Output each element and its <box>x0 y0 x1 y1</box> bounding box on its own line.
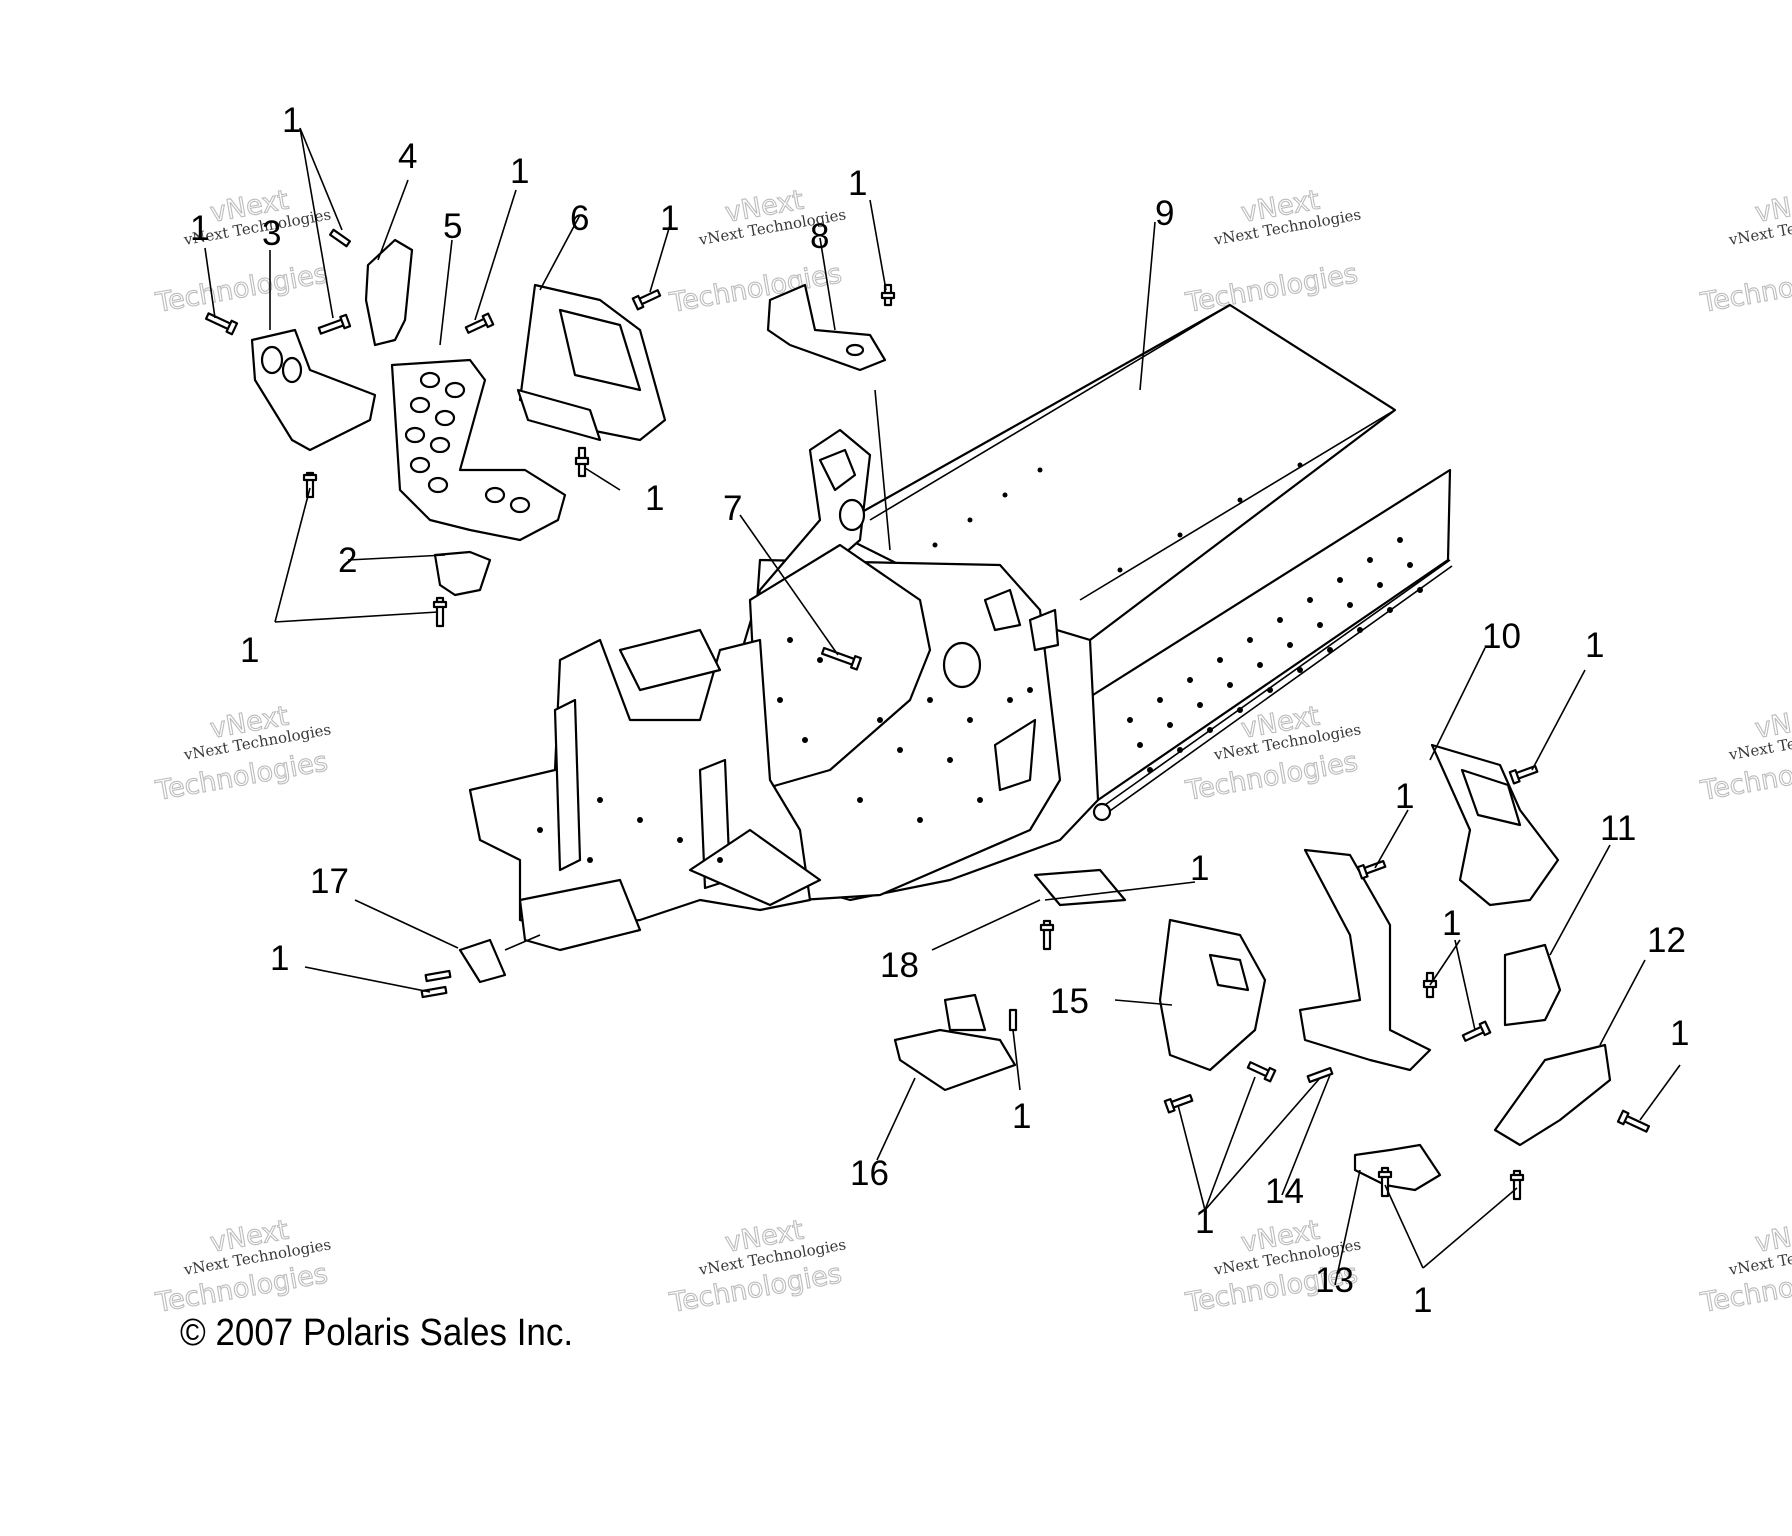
callout-1: 1 <box>270 939 289 978</box>
bulkhead-hole <box>983 588 1022 632</box>
part-14-cradle-bracket <box>1298 848 1432 1072</box>
leader-lines <box>204 127 1681 1286</box>
callout-11: 11 <box>1600 809 1636 848</box>
rear-leg <box>688 828 822 907</box>
chassis-tunnel <box>468 303 1453 952</box>
watermark: Technologies vNext Technologies vNext <box>1697 1214 1792 1320</box>
part-6-heat-shield <box>516 283 667 442</box>
callout-2: 2 <box>338 541 357 580</box>
part-11-cover <box>1503 943 1562 1027</box>
callout-1: 1 <box>660 199 679 238</box>
callout-5: 5 <box>443 207 462 246</box>
callout-1: 1 <box>1395 777 1414 816</box>
part-8-bracket <box>766 283 887 372</box>
callout-8: 8 <box>810 217 829 256</box>
watermark: Technologies vNext Technologies vNext <box>1697 184 1792 320</box>
part-12-bracket <box>1493 1043 1612 1147</box>
running-board-rod <box>1094 559 1451 813</box>
callout-1: 1 <box>240 631 259 670</box>
part-17-bumper-mount <box>458 938 507 984</box>
running-board-perforations <box>1127 537 1423 773</box>
callout-17: 17 <box>310 862 349 901</box>
callout-13: 13 <box>1315 1261 1354 1300</box>
svg-text:Technologies: Technologies <box>1183 258 1360 319</box>
callout-7: 7 <box>723 489 742 528</box>
part-16-plate <box>893 993 1017 1092</box>
svg-text:Technologies: Technologies <box>667 258 844 319</box>
callout-1: 1 <box>510 152 529 191</box>
callout-4: 4 <box>398 137 417 176</box>
svg-text:Technologies: Technologies <box>153 258 330 319</box>
callout-14: 14 <box>1265 1172 1304 1211</box>
cradle-crossmember <box>618 628 722 692</box>
rod-end <box>1092 802 1112 822</box>
callout-1: 1 <box>1442 904 1461 943</box>
callout-12: 12 <box>1647 921 1686 960</box>
part-18-plate <box>1033 868 1127 907</box>
callout-10: 10 <box>1482 617 1521 656</box>
part-15-shield <box>1158 918 1267 1072</box>
fasteners <box>204 228 1651 1201</box>
part-13-bracket <box>1353 1143 1442 1192</box>
watermark: Technologies vNext Technologies vNext <box>152 1214 332 1320</box>
callout-9: 9 <box>1155 194 1174 233</box>
callout-15: 15 <box>1050 982 1089 1021</box>
callout-1: 1 <box>1012 1097 1031 1136</box>
callout-1: 1 <box>190 209 209 248</box>
bulkhead-hole <box>942 641 982 689</box>
bulkhead-hole <box>993 718 1037 792</box>
svg-text:vNext: vNext <box>1753 1215 1792 1259</box>
part-10-heat-shield <box>1430 743 1560 907</box>
bulkhead-hole <box>1028 608 1060 652</box>
part-3-bracket <box>250 328 377 452</box>
callout-6: 6 <box>570 199 589 238</box>
svg-text:Technologies: Technologies <box>153 746 330 807</box>
front-bumper-bracket <box>518 878 642 952</box>
copyright-notice: © 2007 Polaris Sales Inc. <box>180 1312 574 1354</box>
part-2-clip <box>433 550 492 597</box>
callout-18: 18 <box>880 946 919 985</box>
callout-1: 1 <box>1670 1014 1689 1053</box>
svg-text:Technologies: Technologies <box>1183 746 1360 807</box>
loop-hole <box>818 448 857 492</box>
svg-text:Technologies: Technologies <box>1698 258 1792 319</box>
part-4-bracket <box>364 238 414 347</box>
callout-1: 1 <box>282 101 301 140</box>
watermark: Technologies vNext Technologies vNext <box>1182 184 1362 320</box>
watermark: Technologies vNext Technologies vNext <box>666 1214 847 1320</box>
watermark: Technologies vNext Technologies vNext <box>1697 700 1792 808</box>
callout-1: 1 <box>1413 1281 1432 1320</box>
callout-1: 1 <box>1190 849 1209 888</box>
part-5-skid-plate <box>390 358 567 542</box>
front-post <box>553 698 582 872</box>
watermark: Technologies vNext Technologies vNext <box>152 184 332 320</box>
callout-16: 16 <box>850 1154 889 1193</box>
svg-text:vNext: vNext <box>1753 701 1792 745</box>
watermark: Technologies vNext Technologies vNext <box>152 700 332 808</box>
callouts: 1 1 3 4 5 1 6 1 8 1 9 1 7 2 1 17 1 18 1 … <box>190 101 1689 1320</box>
callout-1: 1 <box>1195 1202 1214 1241</box>
callout-1: 1 <box>848 164 867 203</box>
callout-1: 1 <box>645 479 664 518</box>
callout-1: 1 <box>1585 626 1604 665</box>
chassis-holes <box>537 462 1303 863</box>
callout-3: 3 <box>262 214 281 253</box>
loop-hole <box>838 498 866 532</box>
svg-text:vNext: vNext <box>1753 185 1792 229</box>
